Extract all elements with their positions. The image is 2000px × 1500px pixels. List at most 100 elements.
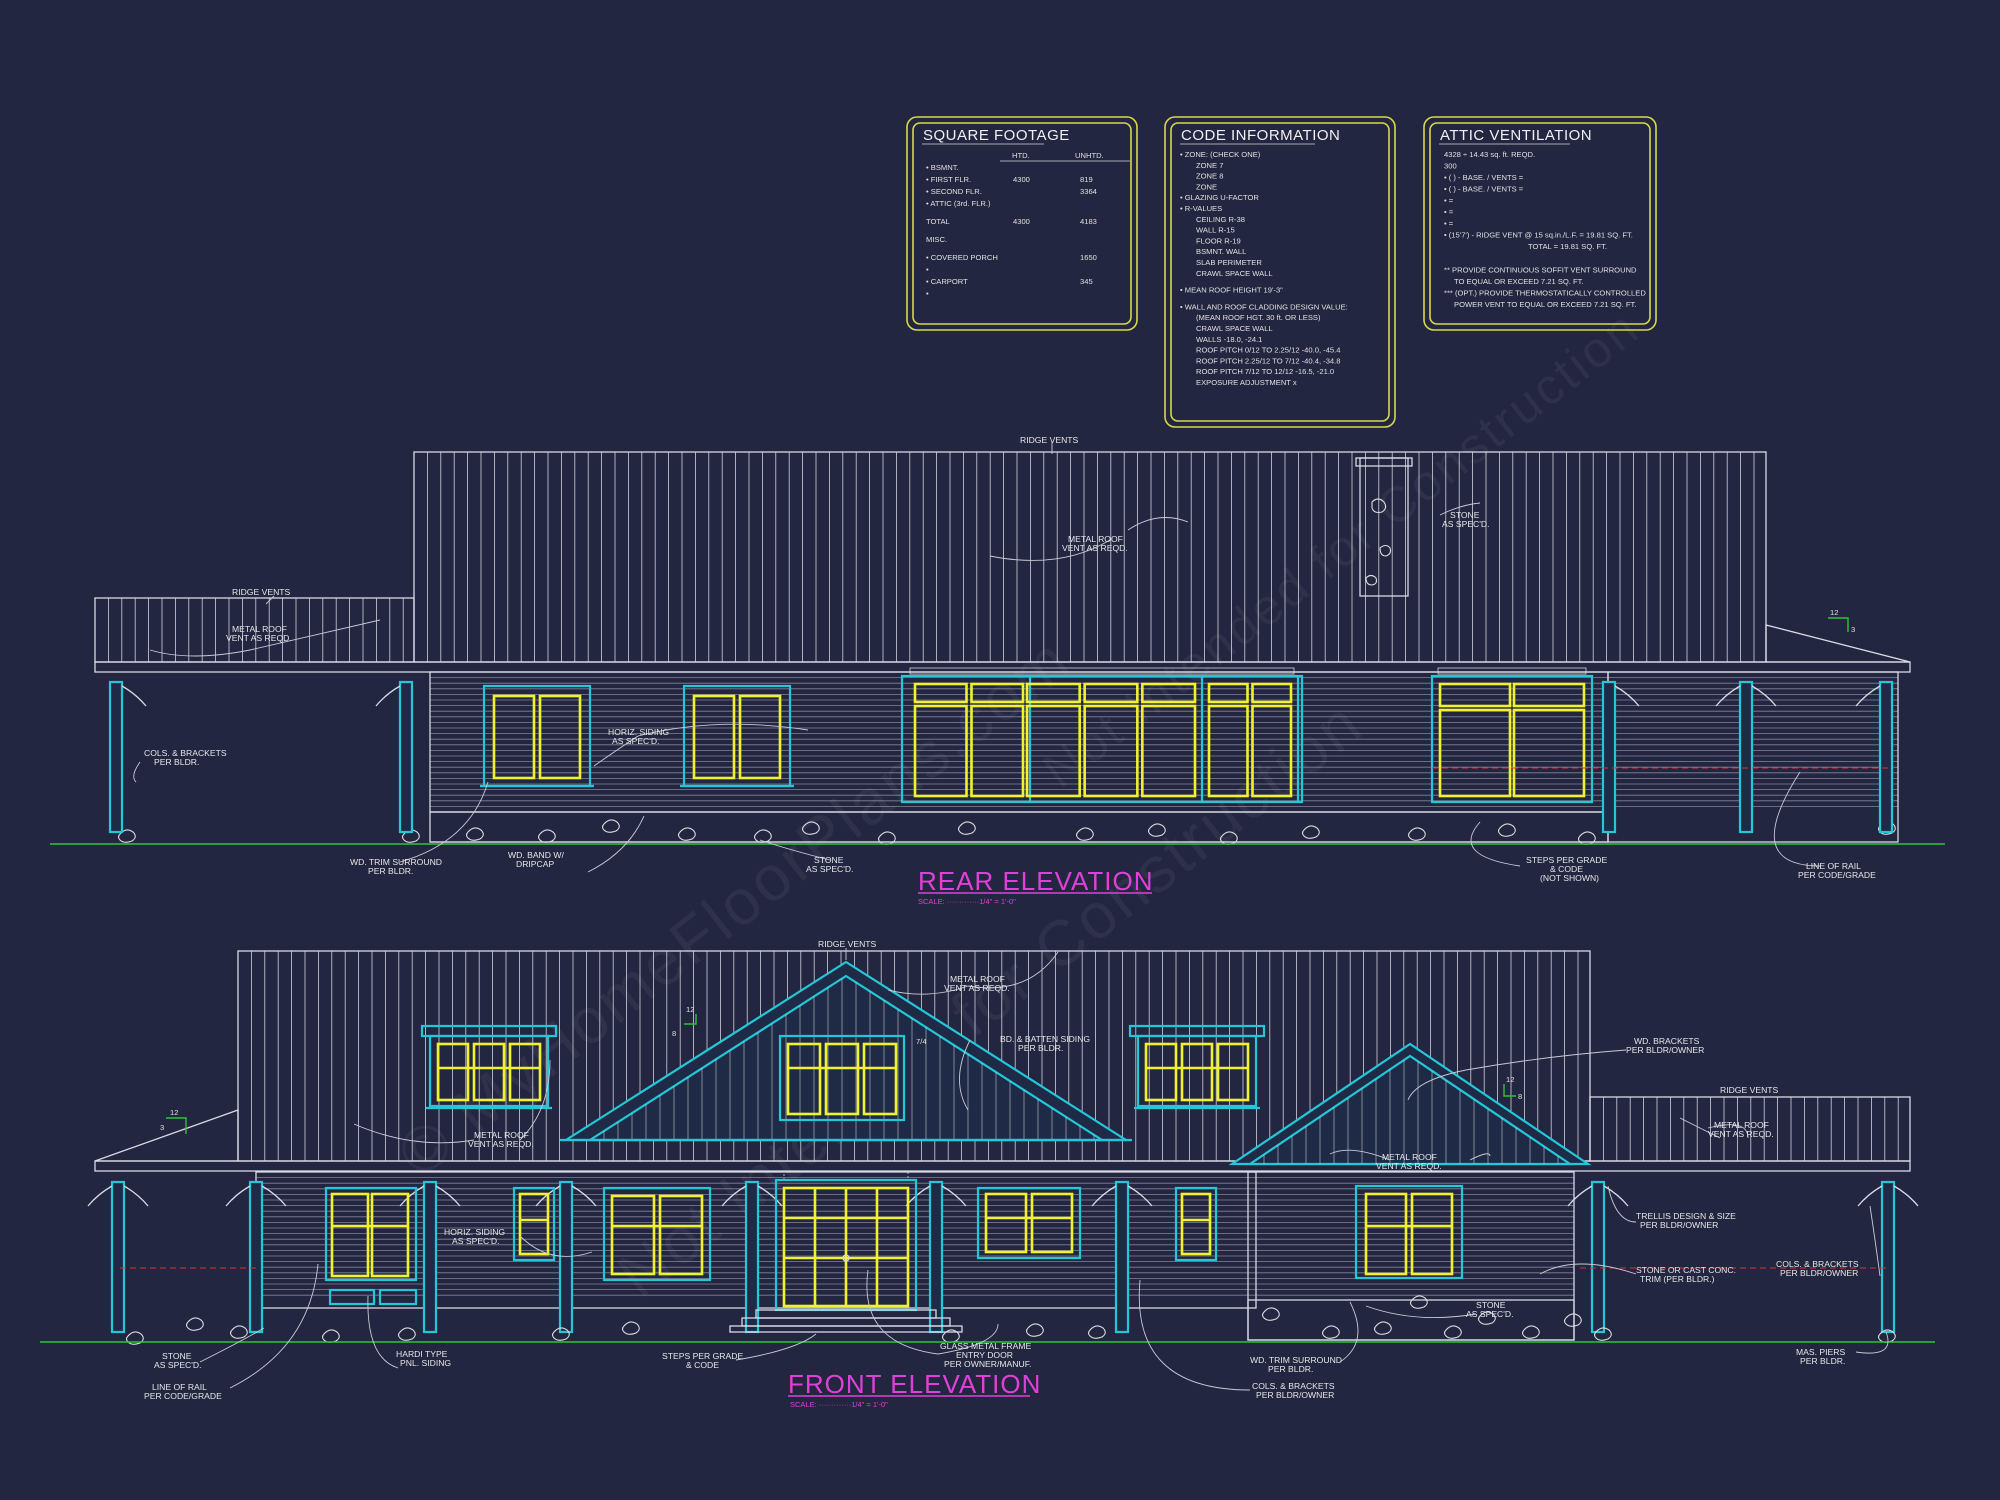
code-info-line: ZONE 8 xyxy=(1196,172,1223,181)
svg-text:TRIM (PER BLDR.): TRIM (PER BLDR.) xyxy=(1640,1274,1715,1284)
stone xyxy=(801,821,820,835)
svg-text:AS SPEC'D.: AS SPEC'D. xyxy=(806,864,854,874)
attic-vent-line: *** (OPT.) PROVIDE THERMOSTATICALLY CONT… xyxy=(1444,289,1646,298)
rear-note-wd-band: WD. BAND W/ xyxy=(508,850,564,860)
rear-note-steps: STEPS PER GRADE xyxy=(1526,855,1607,865)
stone xyxy=(537,829,556,843)
stone xyxy=(1407,827,1426,841)
window-pane xyxy=(913,704,968,798)
stone xyxy=(1373,1321,1392,1335)
rear-elevation: 12 3 RIDGE VENTS RIDGE VENTS METAL ROOF … xyxy=(50,435,1945,906)
sqft-row-unhtd: 3364 xyxy=(1080,187,1097,196)
svg-text:PER BLDR.: PER BLDR. xyxy=(368,866,413,876)
code-info-line: ZONE xyxy=(1196,182,1217,191)
stone xyxy=(621,1321,640,1335)
stone xyxy=(877,831,896,845)
porch-column xyxy=(248,1180,264,1334)
stone xyxy=(551,1327,570,1341)
rear-elevation-scale: SCALE: ·············1/4" = 1'-0" xyxy=(918,897,1016,906)
svg-text:8: 8 xyxy=(672,1029,676,1038)
svg-text:12: 12 xyxy=(170,1108,178,1117)
window-transom xyxy=(1083,682,1139,704)
svg-text:& CODE: & CODE xyxy=(1550,864,1583,874)
stone xyxy=(321,1329,340,1343)
sqft-row-label: MISC. xyxy=(926,235,947,244)
porch-column xyxy=(422,1180,438,1334)
front-dormer-right xyxy=(1128,1024,1266,1110)
svg-text:AS SPEC'D.: AS SPEC'D. xyxy=(452,1236,500,1246)
front-columns xyxy=(87,1180,1919,1334)
front-note-metal-roof-right: METAL ROOF xyxy=(1714,1120,1769,1130)
code-info-line: CRAWL SPACE WALL xyxy=(1196,324,1273,333)
svg-text:PER BLDR.: PER BLDR. xyxy=(1018,1043,1063,1053)
svg-text:PER OWNER/MANUF.: PER OWNER/MANUF. xyxy=(944,1359,1031,1369)
attic-ventilation-table: ATTIC VENTILATION 4328 ÷ 14.43 sq. ft. R… xyxy=(1423,116,1657,331)
svg-text:VENT AS REQD.: VENT AS REQD. xyxy=(1708,1129,1774,1139)
code-info-line: • ZONE: (CHECK ONE) xyxy=(1180,150,1261,159)
front-window-3 xyxy=(976,1186,1082,1260)
rear-window-2 xyxy=(680,684,794,788)
rear-note-stone: STONE xyxy=(1450,510,1480,520)
code-info-line: • R-VALUES xyxy=(1180,204,1222,213)
code-info-line: • WALL AND ROOF CLADDING DESIGN VALUE: xyxy=(1180,302,1348,311)
stone xyxy=(1593,1327,1612,1341)
rear-main-roof xyxy=(413,451,1767,663)
window-transom xyxy=(1207,682,1249,704)
front-note-ridge-vents: RIDGE VENTS xyxy=(818,939,877,949)
stone xyxy=(1409,1295,1428,1309)
front-note-stone-right: STONE xyxy=(1476,1300,1506,1310)
sqft-row-label: • CARPORT xyxy=(926,277,968,286)
svg-text:12: 12 xyxy=(1830,608,1838,617)
svg-text:12: 12 xyxy=(1506,1075,1514,1084)
front-right-stone-base xyxy=(1247,1299,1575,1341)
code-info-line: • GLAZING U-FACTOR xyxy=(1180,193,1259,202)
front-pitch-left: 12 3 xyxy=(160,1108,187,1134)
svg-text:PER BLDR/OWNER: PER BLDR/OWNER xyxy=(1626,1045,1704,1055)
stone xyxy=(1577,831,1596,845)
attic-vent-line: • = xyxy=(1444,196,1454,205)
sqft-row-unhtd: 1650 xyxy=(1080,253,1097,262)
svg-text:(NOT SHOWN): (NOT SHOWN) xyxy=(1540,873,1599,883)
window-pane xyxy=(1207,704,1249,798)
porch-column xyxy=(1590,1180,1606,1334)
rear-note-ridge-vents-left: RIDGE VENTS xyxy=(232,587,291,597)
svg-text:PER CODE/GRADE: PER CODE/GRADE xyxy=(1798,870,1876,880)
svg-text:AS SPEC'D.: AS SPEC'D. xyxy=(612,736,660,746)
window-transom xyxy=(1251,682,1293,704)
front-leaders xyxy=(199,948,1889,1391)
front-note-wd-brackets: WD. BRACKETS xyxy=(1634,1036,1700,1046)
attic-vent-line: TOTAL = 19.81 SQ. FT. xyxy=(1528,242,1607,251)
sqft-row-htd: 4300 xyxy=(1013,175,1030,184)
svg-text:PER BLDR/OWNER: PER BLDR/OWNER xyxy=(1256,1390,1334,1400)
code-information-table: CODE INFORMATION • ZONE: (CHECK ONE)ZONE… xyxy=(1164,116,1396,428)
sqft-row-label: • xyxy=(926,289,929,298)
stone xyxy=(1087,1325,1106,1339)
stone xyxy=(1497,823,1516,837)
code-info-line: ROOF PITCH 2.25/12 TO 7/12 -40.4, -34.8 xyxy=(1196,356,1341,365)
front-center-gable xyxy=(560,960,1132,1142)
front-note-steps: STEPS PER GRADE xyxy=(662,1351,743,1361)
code-info-line: EXPOSURE ADJUSTMENT x xyxy=(1196,378,1297,387)
stone xyxy=(185,1317,204,1331)
rear-note-metal-roof-left: METAL ROOF xyxy=(232,624,287,634)
attic-vent-line: • (15'7') - RIDGE VENT @ 15 sq.in./L.F. … xyxy=(1444,231,1633,240)
sqft-row-label: • FIRST FLR. xyxy=(926,175,971,184)
rear-note-cols: COLS. & BRACKETS xyxy=(144,748,227,758)
window-transom xyxy=(970,682,1025,704)
svg-text:PER BLDR/OWNER: PER BLDR/OWNER xyxy=(1640,1220,1718,1230)
sqft-col-htd: HTD. xyxy=(1012,151,1030,160)
rear-note-stone-base: STONE xyxy=(814,855,844,865)
svg-text:ENTRY DOOR: ENTRY DOOR xyxy=(956,1350,1013,1360)
code-info-line: WALL R-15 xyxy=(1196,226,1235,235)
rear-window-1 xyxy=(480,684,594,788)
rear-note-horiz-siding: HORIZ. SIDING xyxy=(608,727,669,737)
rear-window-right xyxy=(1430,667,1594,804)
attic-vent-line: • = xyxy=(1444,219,1454,228)
attic-vent-line: POWER VENT TO EQUAL OR EXCEED 7.21 SQ. F… xyxy=(1454,300,1636,309)
front-note-stone-cast: STONE OR CAST CONC. xyxy=(1636,1265,1736,1275)
square-footage-table: SQUARE FOOTAGE HTD. UNHTD. • BSMNT.• FIR… xyxy=(906,116,1138,331)
stone xyxy=(1025,1323,1044,1337)
svg-text:VENT AS REQD.: VENT AS REQD. xyxy=(944,983,1010,993)
sqft-col-unhtd: UNHTD. xyxy=(1075,151,1104,160)
